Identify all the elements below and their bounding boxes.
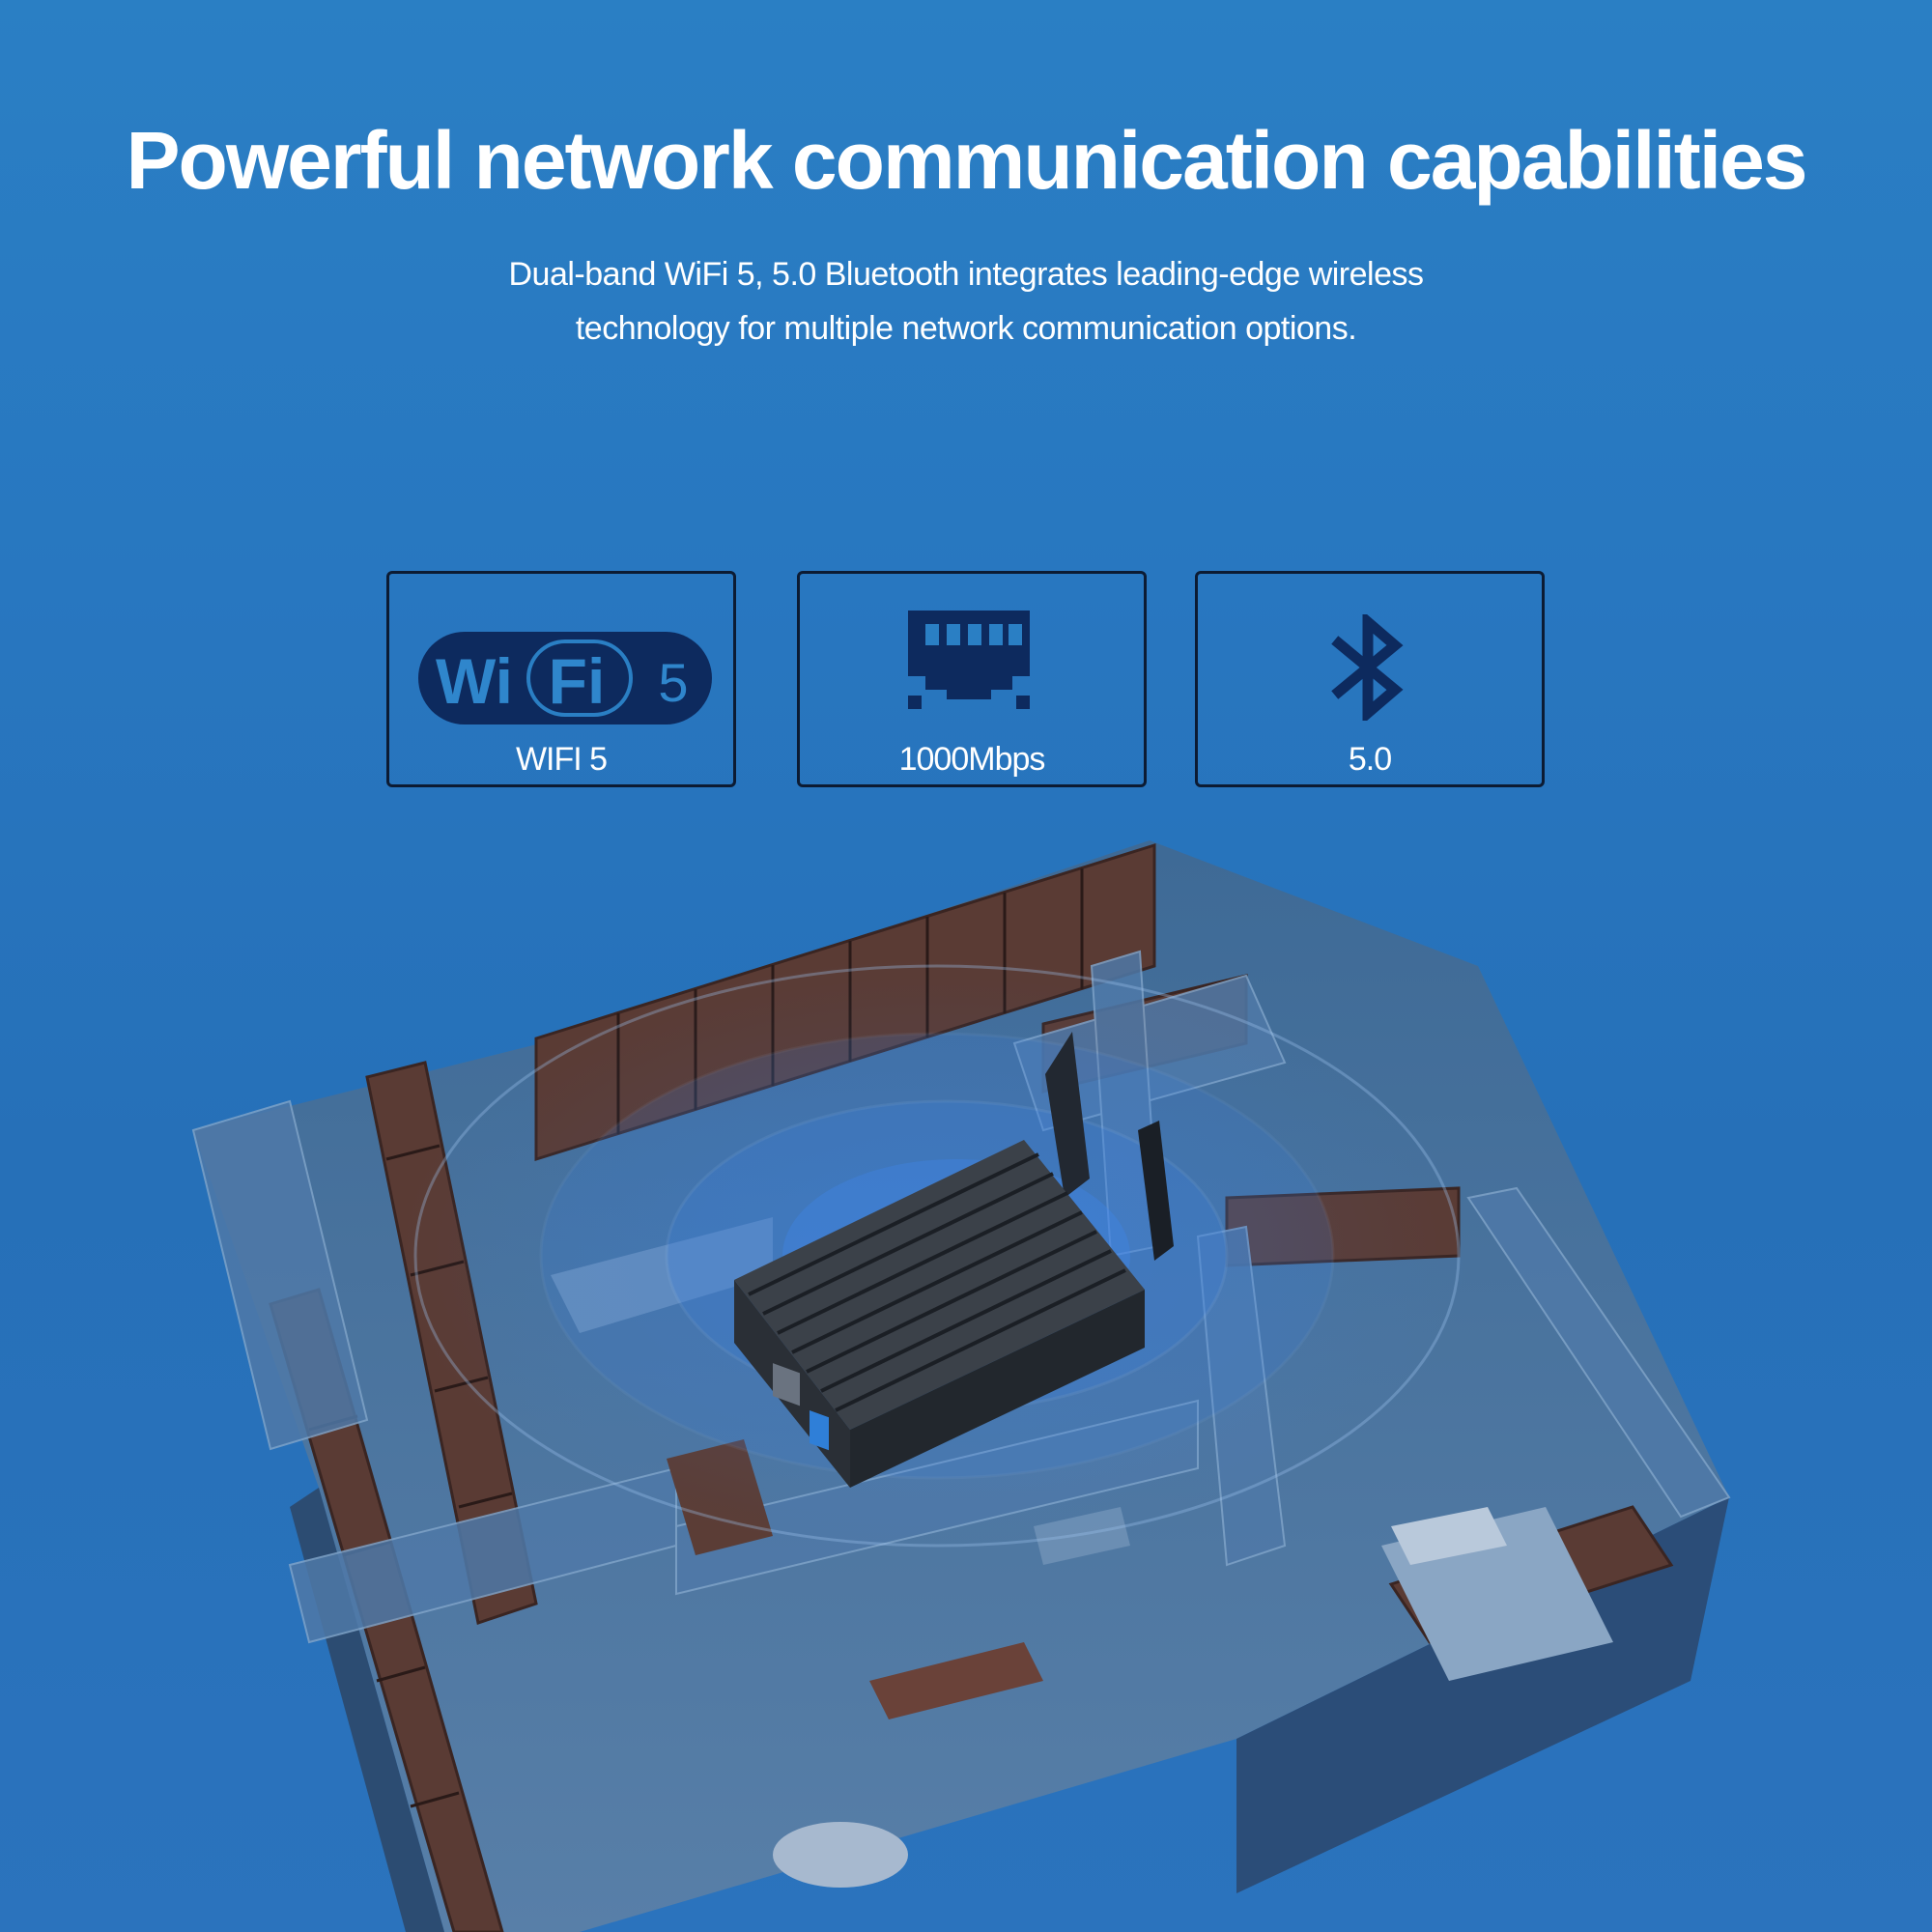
page-title: Powerful network communication capabilit… — [126, 115, 1807, 206]
feature-label-ethernet: 1000Mbps — [898, 741, 1046, 778]
feature-card-wifi: Wi Fi 5 WIFI 5 — [386, 571, 736, 787]
bluetooth-icon — [1331, 614, 1404, 721]
floorplan-illustration — [191, 840, 1731, 1932]
wifi-5-logo-icon: Wi Fi 5 — [418, 632, 712, 724]
page-subtitle: Dual-band WiFi 5, 5.0 Bluetooth integrat… — [386, 247, 1546, 355]
wifi-logo-wi: Wi — [436, 645, 513, 717]
feature-card-bluetooth: 5.0 — [1195, 571, 1545, 787]
subtitle-line-2: technology for multiple network communic… — [575, 310, 1357, 347]
ethernet-port-icon — [908, 611, 1030, 709]
router-device — [734, 1032, 1174, 1488]
feature-label-wifi: WIFI 5 — [515, 741, 608, 778]
wifi-logo-5: 5 — [658, 652, 688, 713]
feature-card-ethernet: 1000Mbps — [797, 571, 1147, 787]
feature-label-bluetooth: 5.0 — [1348, 741, 1392, 778]
subtitle-line-1: Dual-band WiFi 5, 5.0 Bluetooth integrat… — [508, 256, 1425, 293]
wifi-logo-fi: Fi — [549, 645, 606, 717]
